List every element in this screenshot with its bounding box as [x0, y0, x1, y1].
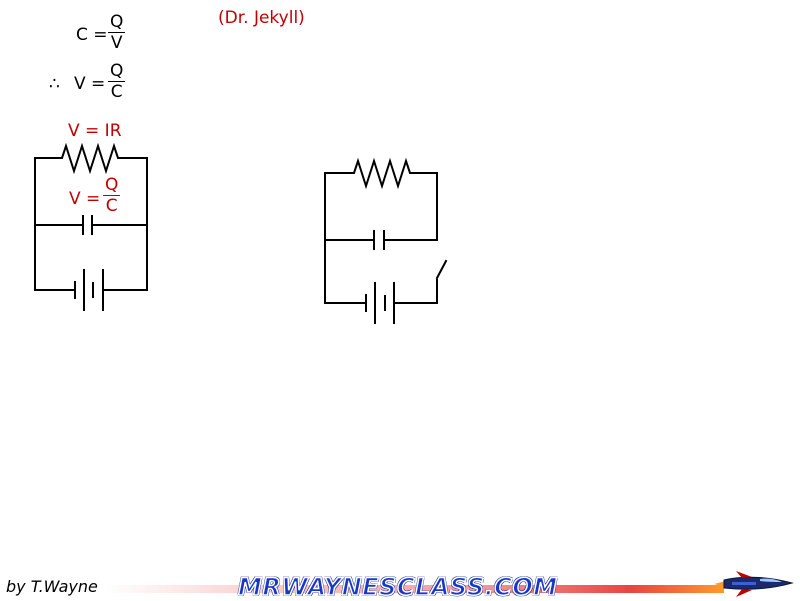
- eq-c-fraction-bar: [108, 32, 126, 33]
- capacitor-voltage-numerator: Q: [105, 175, 119, 195]
- therefore-symbol: ∴: [49, 74, 60, 94]
- capacitor-voltage-lhs: V =: [69, 189, 101, 209]
- eq-v-denominator: C: [110, 82, 123, 102]
- circuit-right: [324, 157, 448, 324]
- footer-brand-logo: MRWAYNESCLASS.COM: [237, 572, 558, 601]
- rocket-icon: [714, 571, 794, 597]
- circuit-left: [34, 142, 148, 311]
- eq-v-numerator: Q: [110, 61, 124, 81]
- left-resistor-wire: [34, 142, 148, 175]
- capacitor-voltage-fraction: Q C: [103, 175, 121, 216]
- capacitor-voltage-denominator: C: [105, 196, 118, 216]
- eq-v-fraction-bar: [108, 81, 126, 82]
- eq-c-numerator: Q: [110, 12, 124, 32]
- resistor-voltage-label: V = IR: [68, 121, 122, 141]
- footer-author: by T.Wayne: [6, 577, 98, 596]
- right-resistor-wire: [324, 157, 438, 190]
- eq-c-denominator: V: [110, 33, 123, 53]
- eq-v-fraction: Q C: [108, 61, 126, 102]
- dr-jekyll-note: (Dr. Jekyll): [218, 8, 305, 28]
- eq-c-lhs: C =: [76, 25, 108, 45]
- capacitor-voltage-fraction-bar: [103, 195, 121, 196]
- footer-streak: [104, 585, 724, 593]
- eq-v-lhs: V =: [74, 74, 106, 94]
- right-switch-blade: [435, 259, 448, 280]
- eq-c-fraction: Q V: [108, 12, 126, 53]
